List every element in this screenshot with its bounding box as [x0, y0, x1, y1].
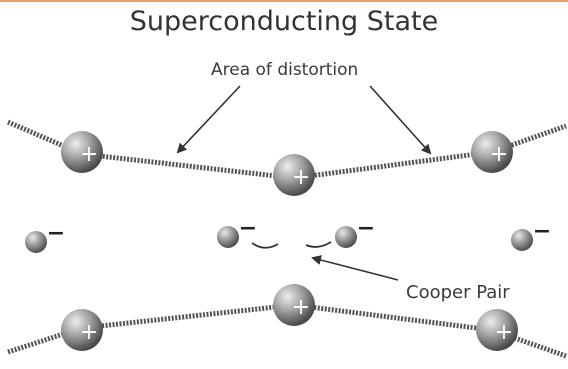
svg-text:−: − — [533, 219, 551, 244]
electron: − — [511, 219, 551, 251]
svg-text:−: − — [239, 216, 257, 241]
svg-text:+: + — [495, 320, 513, 345]
cooper-pair-label: Cooper Pair — [406, 282, 510, 303]
svg-text:−: − — [357, 216, 375, 241]
distortion-arrow-right — [369, 85, 432, 155]
positive-ion: + — [273, 284, 315, 326]
svg-text:+: + — [490, 142, 508, 167]
positive-ion: + — [273, 154, 315, 196]
svg-text:−: − — [47, 221, 65, 246]
cooper-pair-arc-right — [305, 241, 332, 248]
positive-ion: + — [61, 309, 103, 351]
svg-text:+: + — [292, 165, 310, 190]
svg-text:+: + — [80, 320, 98, 345]
electron: − — [335, 216, 375, 248]
diagram-title: Superconducting State — [129, 6, 439, 37]
top-lattice-line — [7, 119, 567, 181]
cooper-pair-arc-left — [251, 242, 279, 249]
cooper-pair-arrow — [311, 255, 399, 281]
top-border — [0, 0, 568, 2]
positive-ion: + — [471, 131, 513, 173]
electron: − — [25, 221, 65, 253]
svg-text:+: + — [292, 295, 310, 320]
positive-ion: + — [476, 309, 518, 351]
electron: − — [217, 216, 257, 248]
svg-text:+: + — [80, 142, 98, 167]
distortion-label: Area of distortion — [211, 60, 359, 80]
positive-ion: + — [61, 131, 103, 173]
distortion-arrow-left — [176, 85, 241, 154]
